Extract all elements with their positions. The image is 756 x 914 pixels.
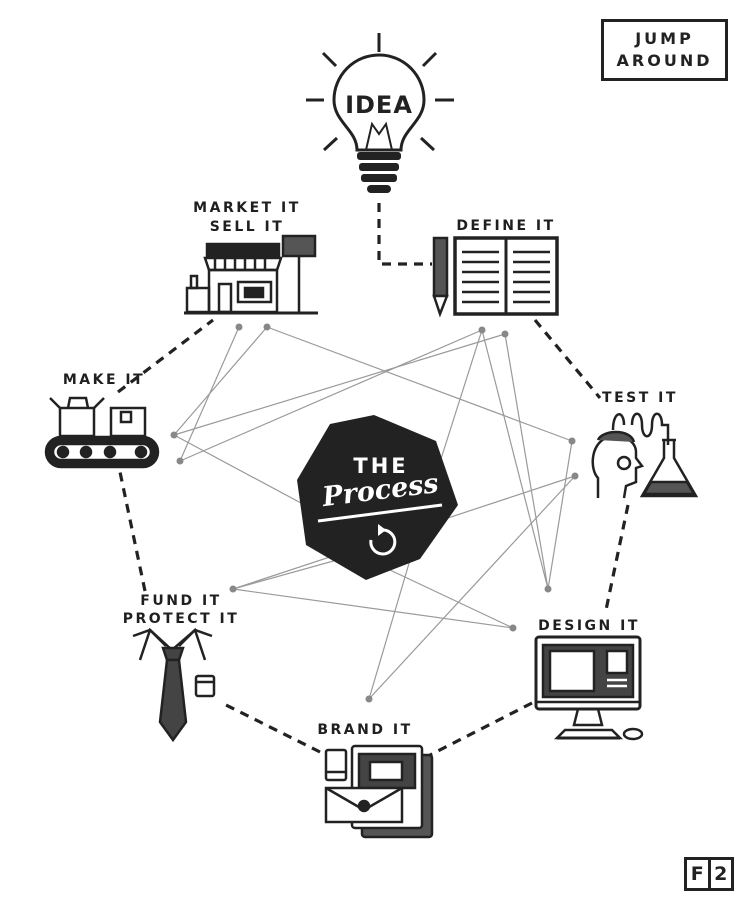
badge-heptagon xyxy=(297,415,458,580)
cycle-connectors xyxy=(117,203,630,757)
test-label: TEST IT xyxy=(602,390,678,406)
sell-label: SELL IT xyxy=(210,219,285,235)
idea-lightbulb-icon xyxy=(306,33,454,193)
science-head-flask-icon xyxy=(591,412,699,499)
make-label: MAKE IT xyxy=(63,372,145,388)
protect-label: PROTECT IT xyxy=(123,611,240,627)
design-label: DESIGN IT xyxy=(538,618,640,634)
jump-around-button[interactable]: JUMP AROUND xyxy=(601,19,728,81)
conveyor-belt-icon xyxy=(44,396,160,469)
the-process-badge xyxy=(297,415,458,580)
idea-label: IDEA xyxy=(345,91,413,119)
notebook-pencil-icon xyxy=(432,236,559,318)
center-title: THE xyxy=(353,454,408,478)
define-label: DEFINE IT xyxy=(456,218,555,234)
market-label: MARKET IT xyxy=(193,200,301,216)
computer-icon xyxy=(534,635,644,741)
logo-left: F xyxy=(690,863,704,885)
f2-logo: F 2 xyxy=(684,857,734,891)
jump-around-line1: JUMP xyxy=(635,29,694,48)
brand-identity-icon xyxy=(324,744,434,839)
storefront-icon xyxy=(184,234,318,315)
network-nodes xyxy=(170,323,579,703)
logo-right: 2 xyxy=(707,860,732,888)
refresh-icon xyxy=(369,528,397,556)
tie-shirt-icon xyxy=(132,627,216,743)
brand-label: BRAND IT xyxy=(317,722,412,738)
jump-around-line2: AROUND xyxy=(616,51,713,70)
fund-label: FUND IT xyxy=(140,593,221,609)
